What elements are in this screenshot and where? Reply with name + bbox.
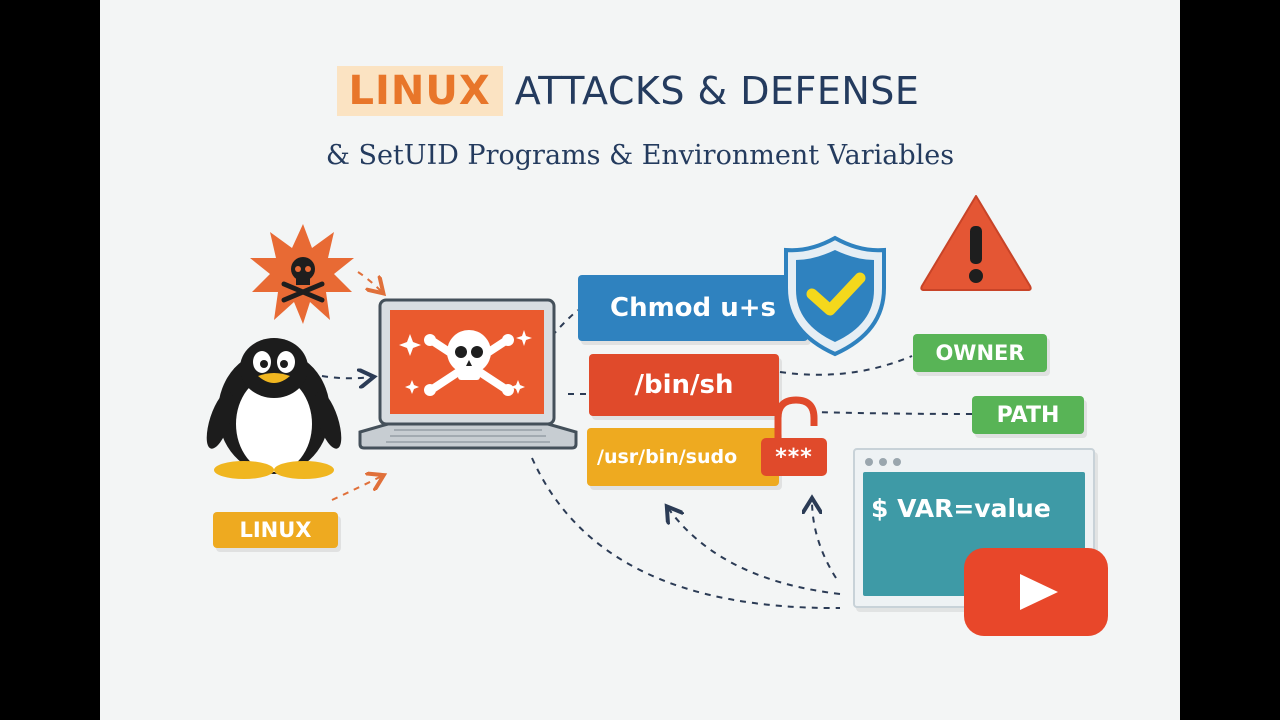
connector-lines bbox=[321, 271, 973, 610]
padlock-icon bbox=[774, 396, 818, 440]
connector-penguin-to-laptop bbox=[321, 376, 372, 378]
path-label: PATH bbox=[972, 396, 1084, 434]
terminal-window-dots bbox=[865, 458, 901, 466]
penguin-icon bbox=[206, 338, 342, 479]
password-mask: *** bbox=[761, 438, 827, 476]
bin-sh-label: /bin/sh bbox=[589, 354, 779, 416]
skull-burst-icon bbox=[250, 224, 354, 324]
warning-icon bbox=[920, 195, 1032, 291]
connector-terminal-to-lock bbox=[812, 500, 837, 579]
window-dot bbox=[879, 458, 887, 466]
connector-skull-to-laptop bbox=[357, 271, 382, 292]
linux-tag: LINUX bbox=[213, 512, 338, 548]
connector-lock-to-path bbox=[809, 411, 973, 415]
title-highlight: LINUX bbox=[336, 66, 503, 116]
window-dot bbox=[893, 458, 901, 466]
connector-laptop-to-terminal bbox=[531, 457, 841, 610]
play-button-icon[interactable] bbox=[962, 546, 1110, 638]
shield-check-icon bbox=[784, 235, 886, 357]
chmod-label: Chmod u+s bbox=[578, 275, 808, 341]
owner-label: OWNER bbox=[913, 334, 1047, 372]
connector-terminal-to-sudo bbox=[668, 508, 841, 595]
skull-crossbones-icon bbox=[424, 330, 514, 396]
connector-shield-to-owner bbox=[779, 355, 913, 376]
page-subtitle: & SetUID Programs & Environment Variable… bbox=[325, 140, 955, 171]
title-rest: ATTACKS & DEFENSE bbox=[514, 69, 920, 113]
connector-label-to-penguin bbox=[331, 476, 382, 501]
sudo-label: /usr/bin/sudo bbox=[587, 428, 779, 486]
window-dot bbox=[865, 458, 873, 466]
terminal-command: $ VAR=value bbox=[871, 494, 1051, 523]
